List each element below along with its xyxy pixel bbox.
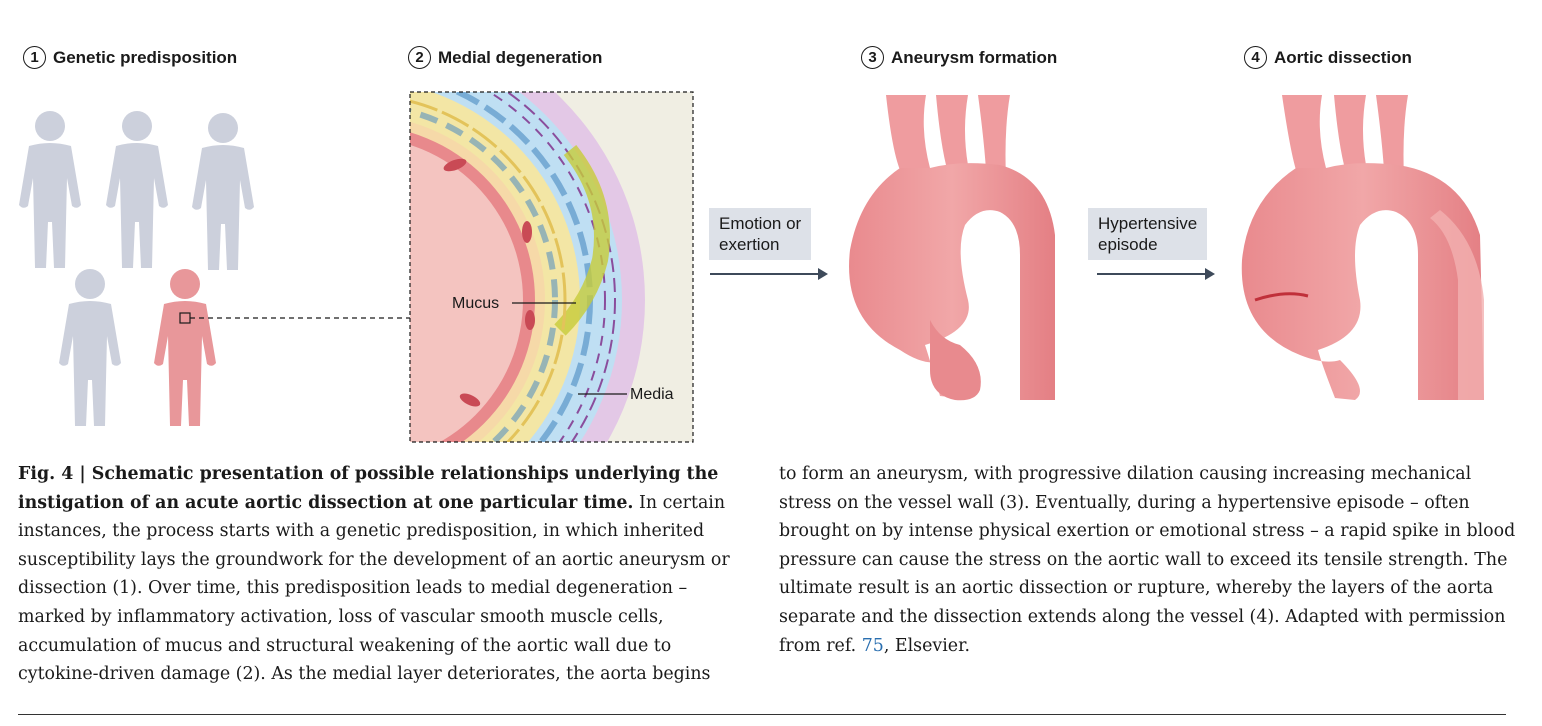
panel-number-1: 1 xyxy=(23,46,46,69)
affected-person-icon xyxy=(154,269,216,426)
person-icon xyxy=(106,111,168,268)
bottom-divider xyxy=(18,714,1506,715)
panel-title-3: Aneurysm formation xyxy=(891,47,1058,67)
arrow-head-icon xyxy=(1205,268,1215,280)
caption-body-right: to form an aneurysm, with progressive di… xyxy=(779,464,1516,656)
panel-title-4: Aortic dissection xyxy=(1274,47,1412,67)
arrow-head-icon xyxy=(818,268,828,280)
aneurysm-aorta xyxy=(849,95,1055,401)
trigger-2-line2: episode xyxy=(1098,235,1158,254)
dissection-tear xyxy=(1254,292,1309,302)
vessel-wall-cross-section: Mucus Media xyxy=(409,91,694,443)
figure-label: Fig. 4 | Schematic presentation of possi… xyxy=(18,464,719,513)
panel-heading-4: 4 Aortic dissection xyxy=(1244,46,1412,69)
trigger-1-line2: exertion xyxy=(719,235,780,254)
person-icon xyxy=(59,269,121,426)
reference-link[interactable]: 75 xyxy=(861,635,884,656)
panel-number-4: 4 xyxy=(1244,46,1267,69)
panel-title-2: Medial degeneration xyxy=(438,47,603,67)
caption-left-column: Fig. 4 | Schematic presentation of possi… xyxy=(18,460,738,689)
panel-heading-3: 3 Aneurysm formation xyxy=(861,46,1057,69)
person-icon xyxy=(19,111,81,268)
dissected-aorta xyxy=(1241,95,1484,400)
trigger-1-line1: Emotion or xyxy=(719,214,802,233)
figure-illustration: Mucus Media xyxy=(19,91,1484,443)
people-group xyxy=(19,111,410,426)
person-icon xyxy=(192,113,254,270)
panel-number-3: 3 xyxy=(861,46,884,69)
trigger-2-line1: Hypertensive xyxy=(1098,214,1198,233)
caption-body-left: In certain instances, the process starts… xyxy=(18,492,730,685)
panel-title-1: Genetic predisposition xyxy=(53,47,238,67)
panel-number-2: 2 xyxy=(408,46,431,69)
trigger-box-2: Hypertensive episode xyxy=(1088,208,1208,260)
panel-heading-1: 1 Genetic predisposition xyxy=(23,46,237,69)
mucus-label: Mucus xyxy=(452,295,499,312)
caption-tail: , Elsevier. xyxy=(883,635,970,656)
panel-heading-2: 2 Medial degeneration xyxy=(408,46,602,69)
trigger-box-1: Emotion or exertion xyxy=(709,208,812,260)
media-label: Media xyxy=(630,386,674,403)
zoom-box-border xyxy=(409,91,694,443)
caption-right-column: to form an aneurysm, with progressive di… xyxy=(779,460,1519,660)
